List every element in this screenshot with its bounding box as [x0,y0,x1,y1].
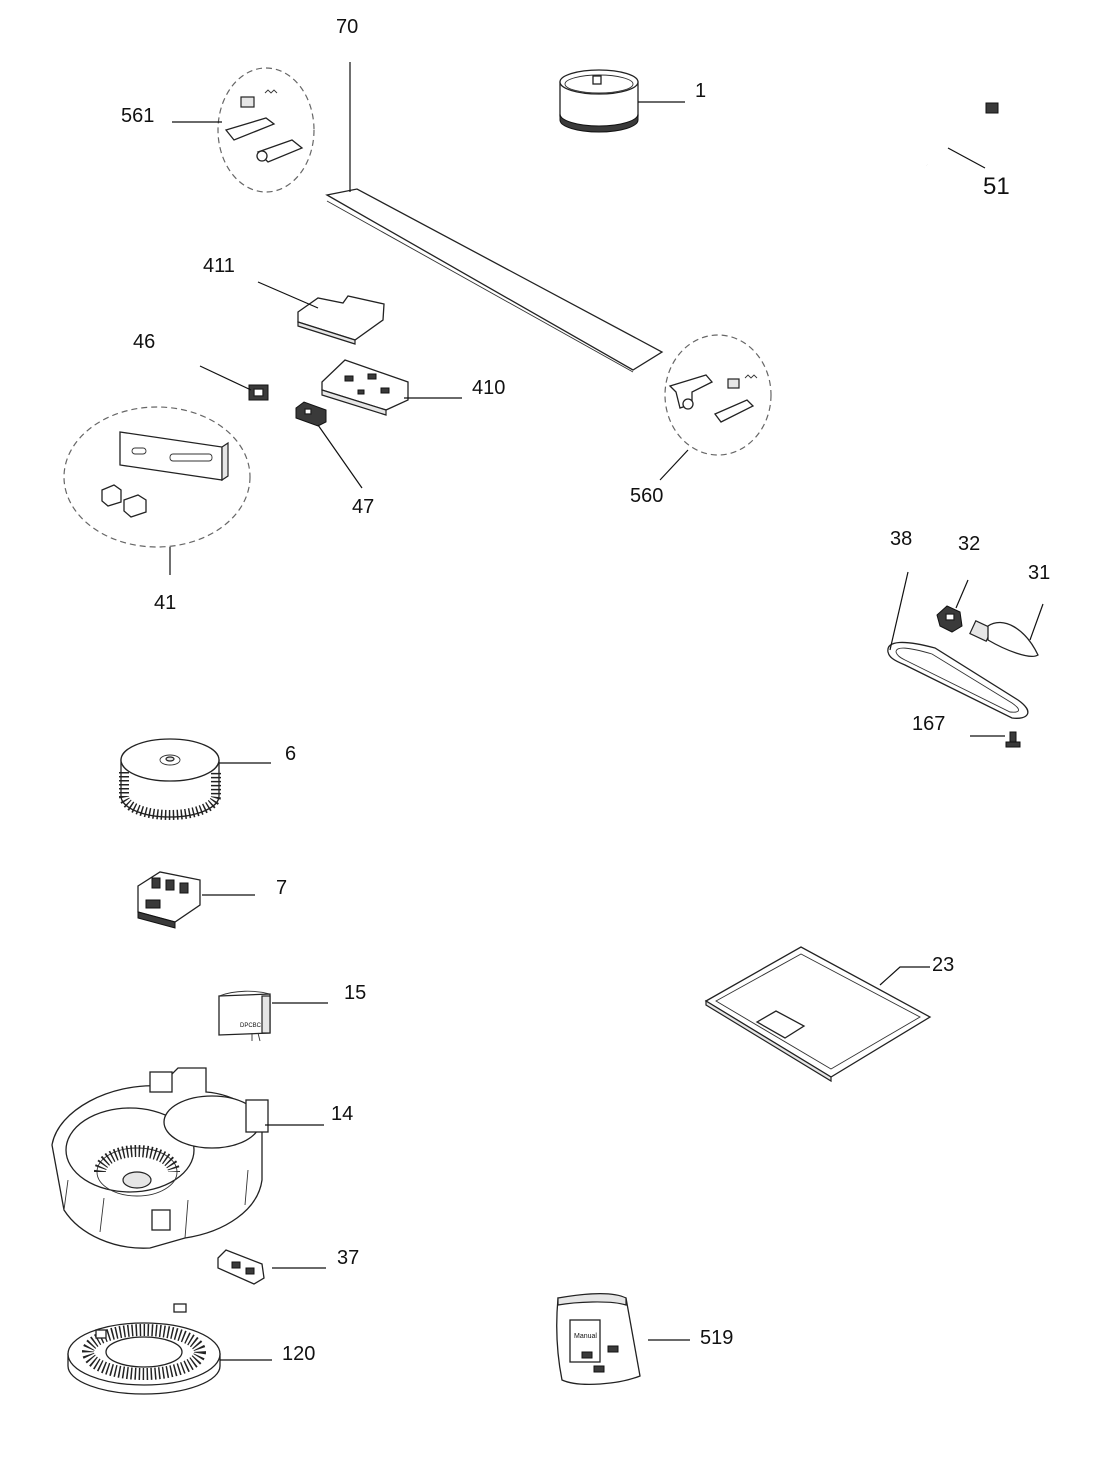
label-560: 560 [630,485,663,507]
leader-46 [199,365,252,391]
part-1-collar [559,69,639,133]
part-120-carbon-filter [67,1303,221,1395]
label-411: 411 [203,255,235,277]
label-38: 38 [890,528,912,550]
label-41: 41 [154,592,176,614]
part-167-screw [1005,731,1021,748]
part-14-housing [51,1067,269,1249]
leader-38 [889,571,909,651]
label-31: 31 [1028,562,1050,584]
label-51: 51 [983,173,1010,200]
label-70: 70 [336,16,358,38]
leader-560 [659,449,689,481]
leader-23 [879,966,930,986]
label-47: 47 [352,496,374,518]
part-51-cable [922,102,999,166]
label-519: 519 [700,1327,733,1349]
label-167: 167 [912,713,945,735]
svg-text:DPCBC: DPCBC [240,1023,262,1029]
label-14: 14 [331,1103,353,1125]
group-561 [217,67,315,193]
part-37-clip [217,1249,265,1285]
part-32-lamp-holder [936,605,963,633]
part-519-accessory-bag: Manual [556,1293,641,1386]
part-70-panel [325,188,664,373]
label-1: 1 [695,80,706,102]
label-120: 120 [282,1343,315,1365]
label-37: 37 [337,1247,359,1269]
part-560-bracket [668,374,758,423]
part-15-bracket: DPCBC [218,990,271,1042]
part-23-filter [704,946,932,1083]
part-41-control-panel [101,431,229,518]
leader-47 [317,424,363,489]
group-41 [63,406,251,548]
label-6: 6 [285,743,296,765]
manual-text: Manual [574,1333,597,1340]
label-46: 46 [133,331,155,353]
label-23: 23 [932,954,954,976]
group-560 [664,334,772,456]
part-561-bracket [224,89,304,163]
leader-32 [955,579,969,609]
part-47-connector [295,401,327,427]
leader-411 [257,281,319,309]
part-6-blower-wheel [119,738,221,820]
part-38-gasket [887,641,1029,719]
label-7: 7 [276,877,287,899]
leader-31 [1029,603,1044,641]
label-561: 561 [121,105,154,127]
part-411-cover [297,295,385,345]
part-31-bulb [969,620,1039,657]
part-7-module [137,871,201,929]
leader-51 [947,147,986,169]
label-15: 15 [344,982,366,1004]
part-410-board [321,359,409,416]
label-410: 410 [472,377,505,399]
part-46-switch [248,384,269,401]
label-32: 32 [958,533,980,555]
